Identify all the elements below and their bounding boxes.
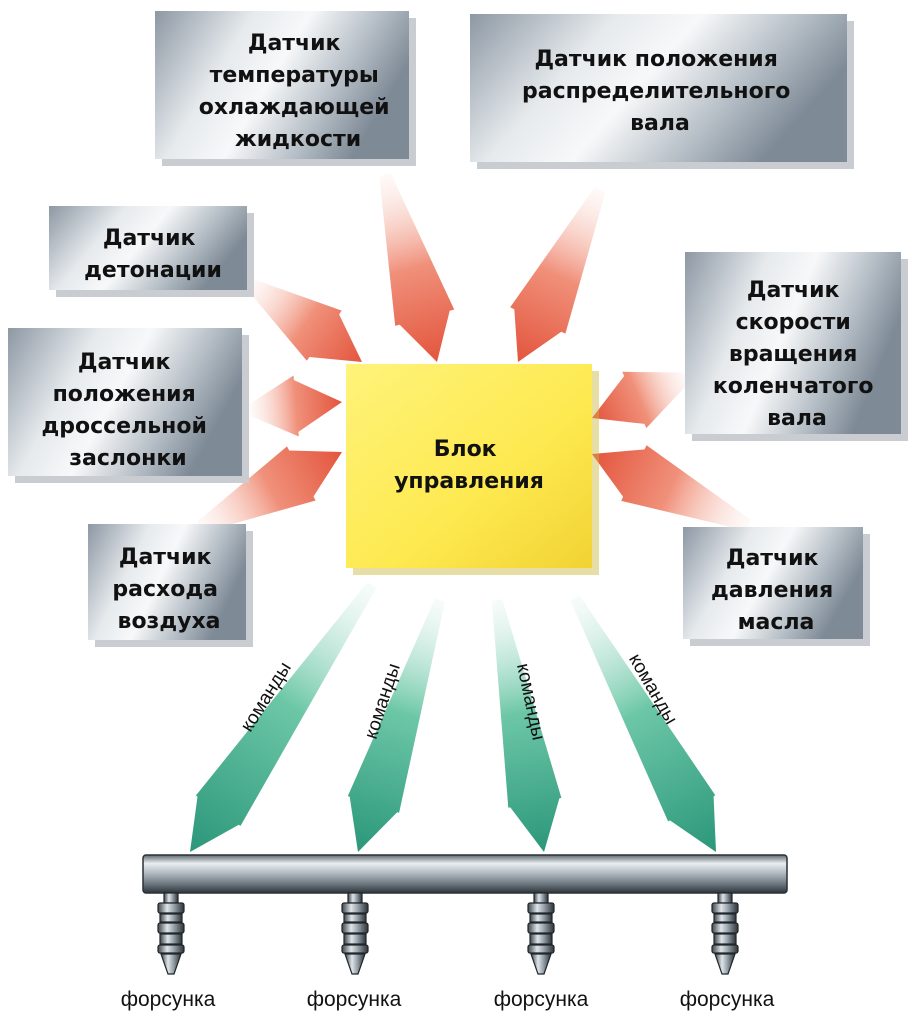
- sensor-box-coolant-temp: Датчик температуры охлаждающей жидкости: [155, 11, 416, 166]
- input-arrow: [246, 279, 362, 362]
- input-arrow: [249, 375, 342, 437]
- sensor-label-line: Датчик: [119, 545, 212, 570]
- injector-label: форсунка: [494, 988, 589, 1011]
- sensor-box-crankshaft-speed: Датчик скорости вращения коленчатого вал…: [685, 252, 908, 441]
- sensor-label-line: распределительного: [522, 79, 790, 104]
- injector-icon: [341, 892, 369, 975]
- injector-label: форсунка: [680, 988, 775, 1011]
- svg-text:Датчик температуры: Датчик температуры охлаждающей жидкости: [199, 31, 398, 152]
- command-arrows: [190, 582, 716, 852]
- sensor-box-oil-pressure: Датчик давления масла: [683, 527, 870, 646]
- control-unit-label-line: управления: [394, 469, 544, 494]
- sensor-label-line: давления: [711, 578, 833, 603]
- svg-text:Блок управления: Блок управления: [394, 437, 544, 494]
- sensor-label-line: детонации: [84, 258, 222, 283]
- svg-text:Датчик положения распр: Датчик положения распределительного вала: [522, 47, 798, 136]
- sensor-box-knock: Датчик детонации: [49, 206, 254, 297]
- command-arrow: [570, 595, 716, 852]
- svg-text:Датчик давления: Датчик давления масла: [711, 546, 841, 635]
- command-arrow: [347, 598, 445, 852]
- injector-icon: [527, 892, 555, 975]
- sensor-label-line: Датчик: [78, 350, 171, 375]
- input-arrow: [510, 187, 606, 362]
- sensor-label-line: воздуха: [118, 609, 221, 634]
- command-arrow: [491, 599, 562, 852]
- sensor-label-line: Датчик: [747, 278, 840, 303]
- sensor-label-line: жидкости: [235, 127, 361, 152]
- sensor-label-line: вала: [767, 406, 827, 431]
- injector-icon: [711, 892, 739, 975]
- injectors: [157, 892, 739, 975]
- sensor-label-line: Датчик: [103, 226, 196, 251]
- svg-text:Датчик расхода: Датчик расхода воздуха: [112, 545, 225, 634]
- input-arrow: [379, 173, 455, 362]
- input-arrows: [197, 173, 751, 533]
- control-unit-label-line: Блок: [434, 437, 497, 462]
- sensor-box-camshaft-position: Датчик положения распределительного вала: [470, 14, 854, 169]
- svg-text:Датчик детонации: Датчик детонации: [84, 226, 222, 283]
- sensor-label-line: Датчик: [726, 546, 819, 571]
- sensor-box-air-flow: Датчик расхода воздуха: [88, 524, 253, 647]
- svg-text:Датчик положения: Датчик положения дроссельной заслонки: [41, 350, 214, 471]
- sensor-box-throttle-position: Датчик положения дроссельной заслонки: [8, 328, 249, 483]
- sensor-label-line: дроссельной: [41, 414, 206, 439]
- injector-label: форсунка: [121, 988, 216, 1011]
- fuel-rail: [142, 854, 788, 894]
- input-arrow: [592, 371, 689, 429]
- sensor-label-line: расхода: [112, 577, 218, 602]
- injector-icon: [157, 892, 185, 975]
- svg-text:Датчик скорости: Датчик скорости вращения коленчатого вал…: [713, 278, 881, 431]
- sensor-label-line: скорости: [736, 310, 851, 335]
- sensor-label-line: температуры: [210, 63, 379, 88]
- command-arrow: [190, 582, 377, 852]
- sensor-label-line: Датчик положения: [534, 47, 777, 72]
- input-arrow: [197, 446, 342, 533]
- sensor-label-line: вала: [630, 111, 690, 136]
- injector-label: форсунка: [307, 988, 402, 1011]
- sensor-label-line: масла: [738, 610, 815, 635]
- input-arrow: [592, 445, 751, 531]
- sensor-label-line: Датчик: [248, 31, 341, 56]
- sensor-label-line: положения: [53, 382, 196, 407]
- sensor-label-line: охлаждающей: [199, 95, 390, 120]
- sensor-label-line: заслонки: [69, 446, 186, 471]
- control-unit-box: Блок управления: [346, 364, 599, 575]
- sensor-label-line: вращения: [729, 342, 858, 367]
- sensor-label-line: коленчатого: [713, 374, 874, 399]
